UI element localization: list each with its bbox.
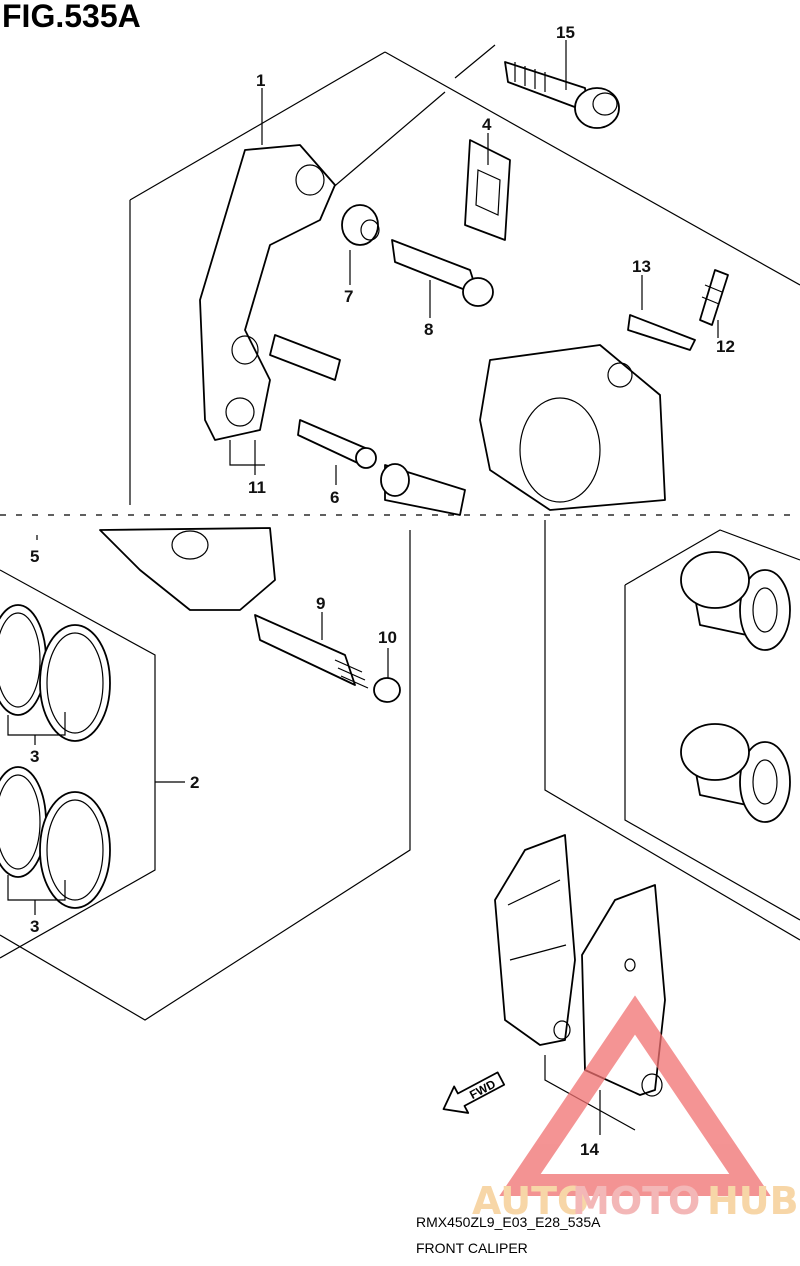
watermark-auto: AUTO: [472, 1179, 589, 1223]
callout-9: 9: [316, 594, 325, 613]
callout-5: 5: [30, 547, 39, 566]
plug-10: [373, 677, 401, 703]
callout-13: 13: [632, 257, 651, 276]
callout-10: 10: [378, 628, 397, 647]
piston-group-outline: [544, 520, 800, 941]
callout-labels: 15 1 4 7 8 13 12 11 6 5 9 10 3 2 3 14: [30, 23, 735, 1159]
pin-6: [297, 419, 377, 469]
boot-6b: [380, 463, 466, 516]
pad-retainer-11: [269, 334, 341, 381]
callout-4: 4: [482, 115, 492, 134]
figure-title: FIG.535A: [2, 0, 141, 34]
callout-15: 15: [556, 23, 575, 42]
callout-11: 11: [248, 478, 266, 497]
callout-14: 14: [580, 1140, 599, 1159]
watermark-hub: HUB: [707, 1179, 799, 1223]
bleeder-valve-12: [699, 269, 729, 326]
bleeder-cap-13: [627, 314, 696, 351]
boot-7: [341, 204, 380, 246]
callout-2: 2: [190, 773, 199, 792]
bolt-15: [504, 61, 620, 129]
callout-1: 1: [256, 71, 265, 90]
callout-7: 7: [344, 287, 353, 306]
watermark-triangle: [499, 995, 771, 1196]
leader-lines: [7, 40, 719, 1135]
callout-3-upper: 3: [30, 747, 39, 766]
callout-6: 6: [330, 488, 339, 507]
watermark-moto: MOTO: [572, 1179, 700, 1223]
figure-name: FRONT CALIPER: [416, 1240, 528, 1256]
caliper-half-left: [99, 527, 276, 611]
pistons: [680, 551, 791, 823]
seal-set-outline: [0, 530, 411, 1021]
caliper-body: [479, 344, 666, 511]
callout-3-lower: 3: [30, 917, 39, 936]
pad-spring-4: [464, 139, 511, 241]
model-code: RMX450ZL9_E03_E28_535A: [416, 1214, 601, 1230]
caliper-assembly-outline: [0, 44, 800, 516]
pin-9: [254, 614, 369, 689]
watermark-logo: AUTO MOTO HUB: [472, 995, 799, 1223]
callout-12: 12: [716, 337, 735, 356]
bracket-1: [199, 144, 336, 441]
pin-8: [391, 239, 494, 307]
piston-seals-3: [0, 604, 111, 909]
fwd-arrow: FWD: [442, 1071, 506, 1114]
callout-8: 8: [424, 320, 433, 339]
